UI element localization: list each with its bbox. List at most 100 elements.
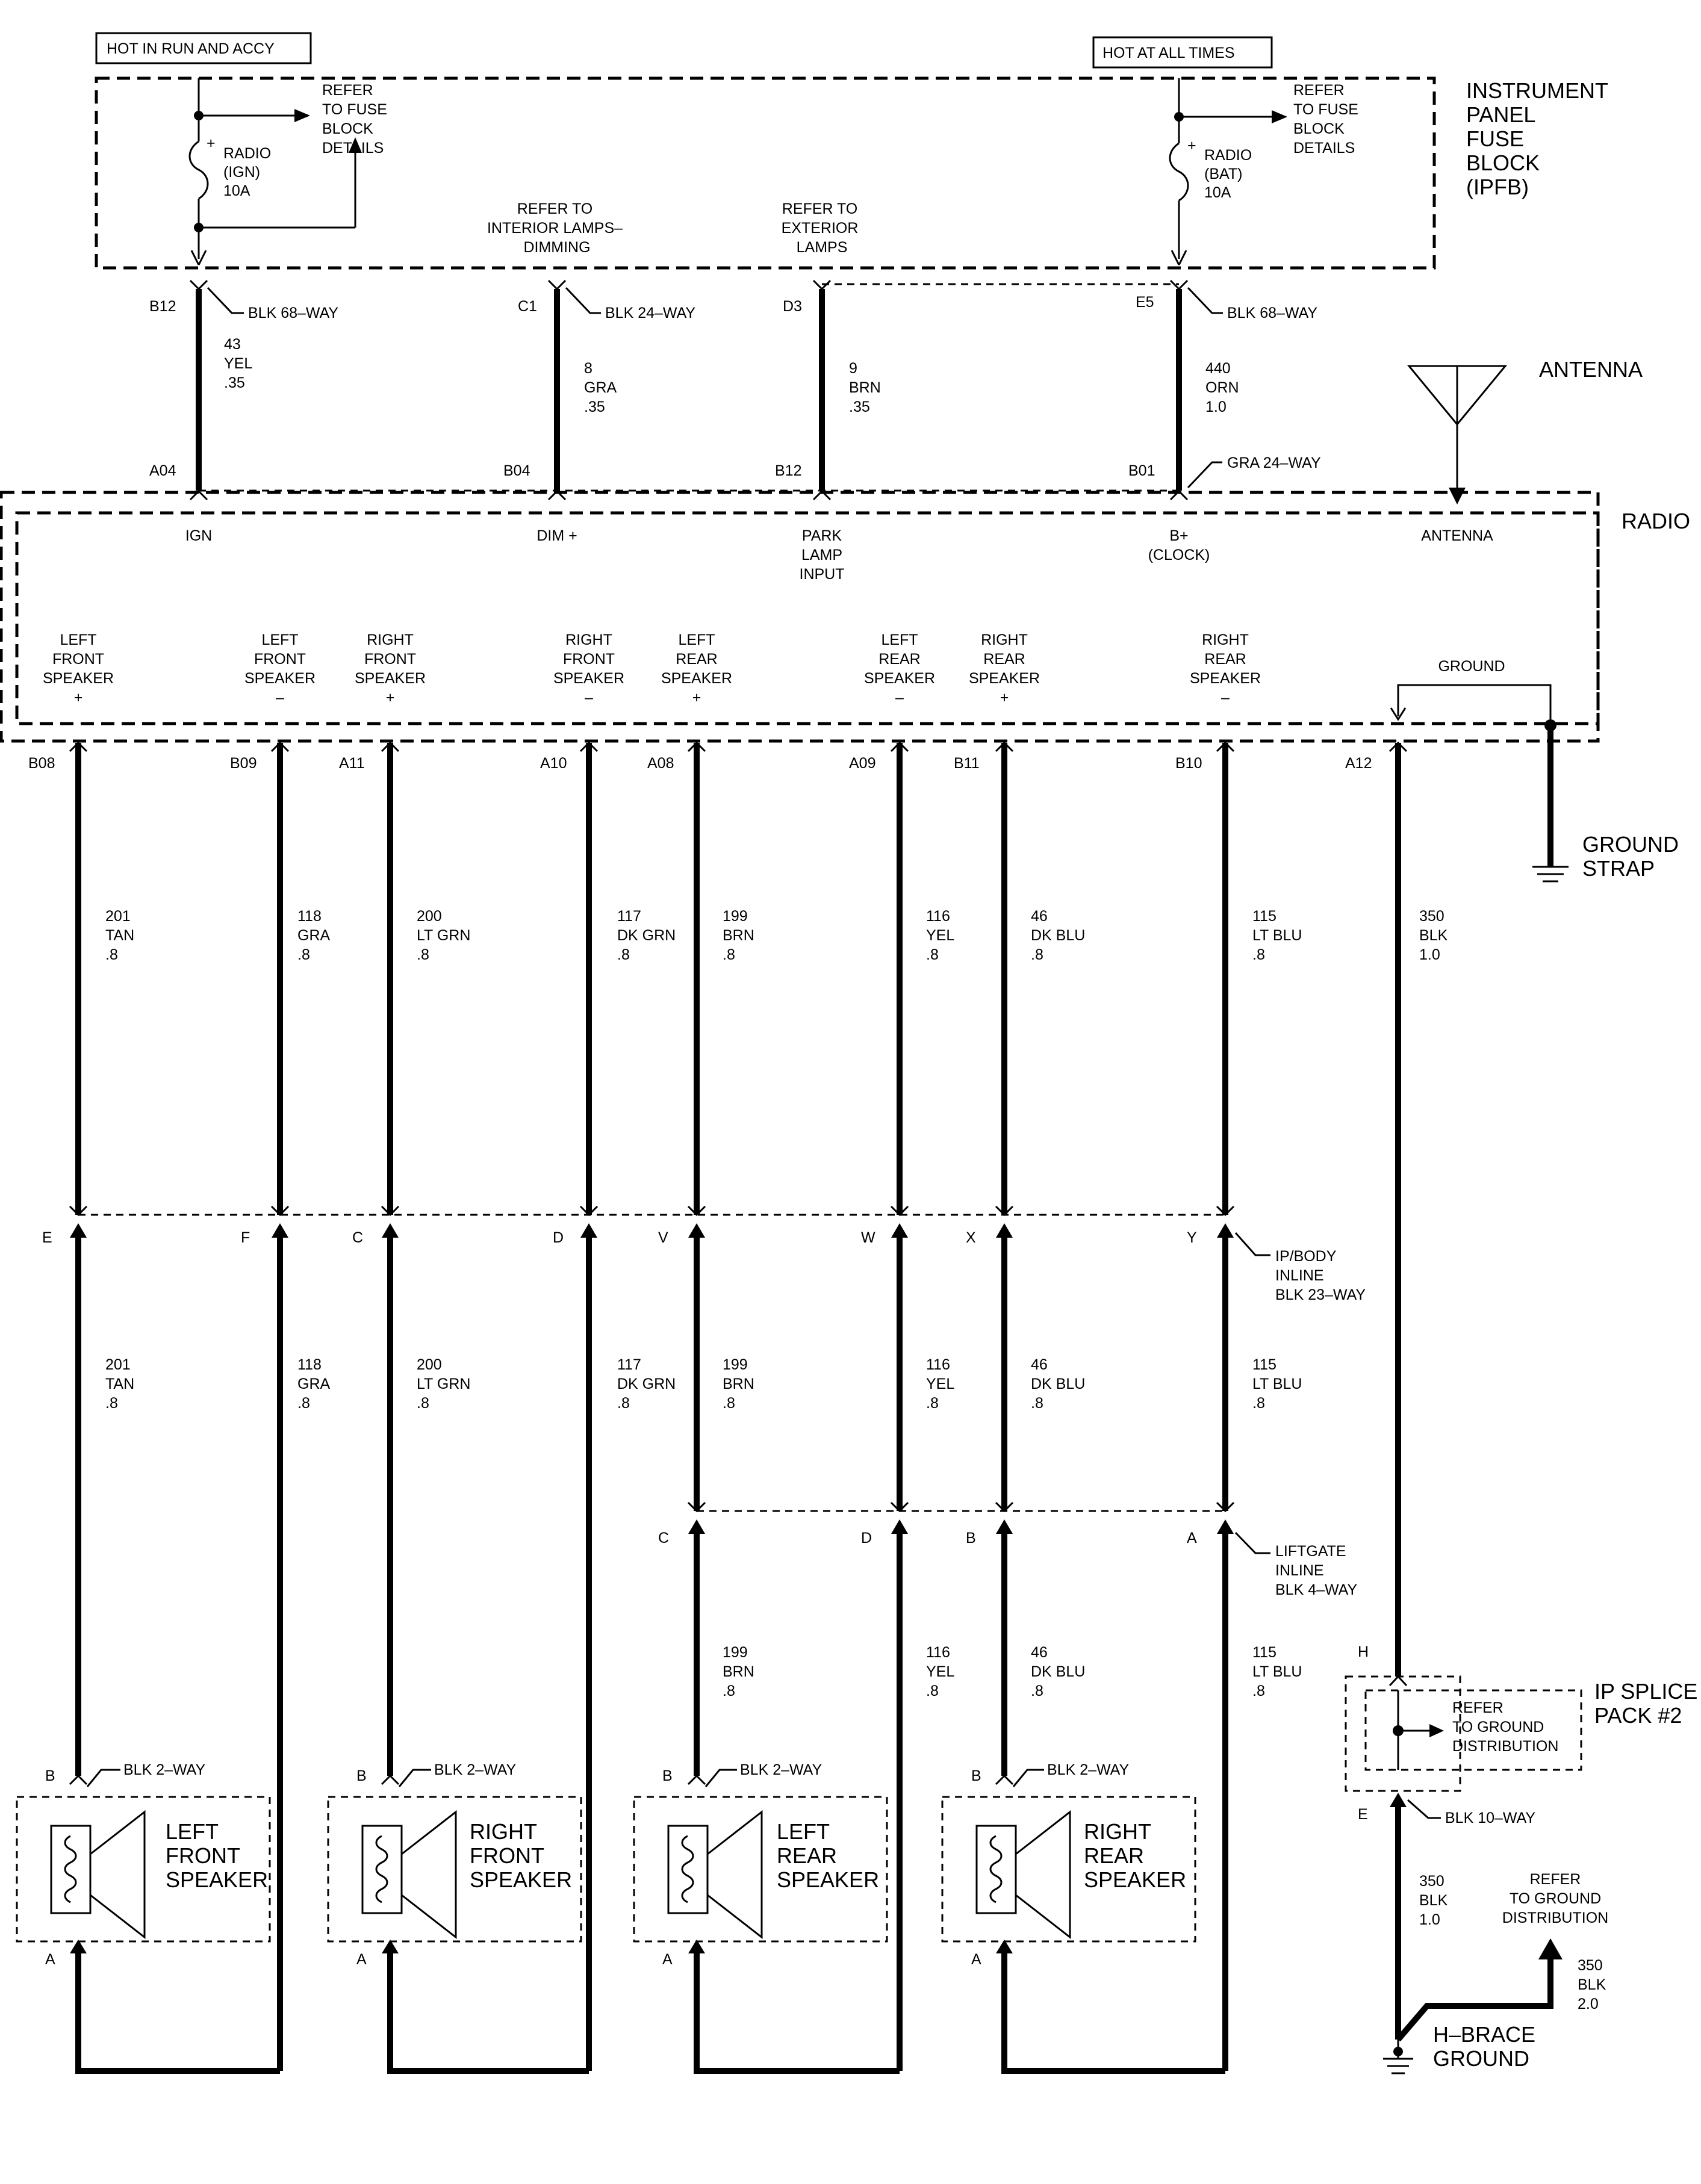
radio-internal-ground: GROUND [1390, 658, 1556, 731]
svg-text:BLK 10–WAY: BLK 10–WAY [1445, 1810, 1535, 1826]
svg-text:B12: B12 [149, 298, 176, 315]
svg-text:+: + [1187, 137, 1196, 154]
svg-text:D3: D3 [783, 298, 802, 315]
svg-text:B: B [966, 1530, 976, 1546]
svg-text:B12: B12 [775, 462, 801, 479]
svg-text:C: C [658, 1530, 669, 1546]
svg-text:V: V [658, 1229, 668, 1246]
svg-text:D: D [553, 1229, 564, 1246]
radio-ground-label: GROUND [1438, 658, 1505, 675]
radio-input-bplus: B+(CLOCK) [1148, 527, 1210, 563]
radio-title: RADIO [1622, 509, 1690, 533]
svg-text:B01: B01 [1128, 462, 1155, 479]
svg-text:BLK 2–WAY: BLK 2–WAY [740, 1761, 822, 1778]
svg-text:E: E [1358, 1806, 1368, 1823]
svg-text:D: D [861, 1530, 872, 1546]
refer-fuse-block-ign: REFER TO FUSE BLOCK DETAILS [322, 82, 391, 157]
svg-text:BLK 68–WAY: BLK 68–WAY [1227, 305, 1317, 321]
svg-text:X: X [966, 1229, 976, 1246]
svg-text:B: B [971, 1767, 981, 1784]
hot-all-times-label: HOT AT ALL TIMES [1102, 45, 1235, 61]
antenna-label: ANTENNA [1539, 357, 1643, 382]
refer-exterior-lamps: REFER TO EXTERIOR LAMPS [782, 200, 863, 256]
svg-text:B10: B10 [1175, 755, 1202, 772]
radio-connector-label: GRA 24–WAY [1227, 454, 1321, 471]
svg-text:B09: B09 [230, 755, 257, 772]
svg-text:B: B [662, 1767, 673, 1784]
fuse-ign-symbol [188, 140, 209, 200]
svg-text:+: + [207, 135, 216, 152]
svg-text:A: A [1187, 1530, 1197, 1546]
svg-text:BLK 24–WAY: BLK 24–WAY [605, 305, 695, 321]
svg-text:A: A [356, 1951, 367, 1968]
fuse-bat: + RADIO (BAT) 10A REFER TO FUSE BLOCK DE… [1169, 78, 1358, 265]
svg-text:C: C [352, 1229, 363, 1246]
svg-text:A11: A11 [339, 755, 365, 772]
svg-text:W: W [861, 1229, 875, 1246]
inline-pins: E F C D V W X Y [42, 1229, 1197, 1246]
antenna: ANTENNA [1407, 357, 1643, 504]
svg-text:A04: A04 [149, 462, 176, 479]
fuse-ign-label: RADIO (IGN) 10A [223, 145, 275, 199]
svg-text:F: F [241, 1229, 250, 1246]
svg-text:Y: Y [1187, 1229, 1197, 1246]
svg-text:A: A [662, 1951, 673, 1968]
svg-text:BLK 2–WAY: BLK 2–WAY [434, 1761, 516, 1778]
inline-arrows [70, 1223, 1234, 1238]
svg-text:H: H [1358, 1643, 1369, 1660]
svg-text:BLK 2–WAY: BLK 2–WAY [123, 1761, 205, 1778]
svg-text:B: B [356, 1767, 367, 1784]
svg-text:B08: B08 [28, 755, 55, 772]
fuse-bat-symbol [1169, 142, 1189, 202]
svg-text:B: B [45, 1767, 55, 1784]
